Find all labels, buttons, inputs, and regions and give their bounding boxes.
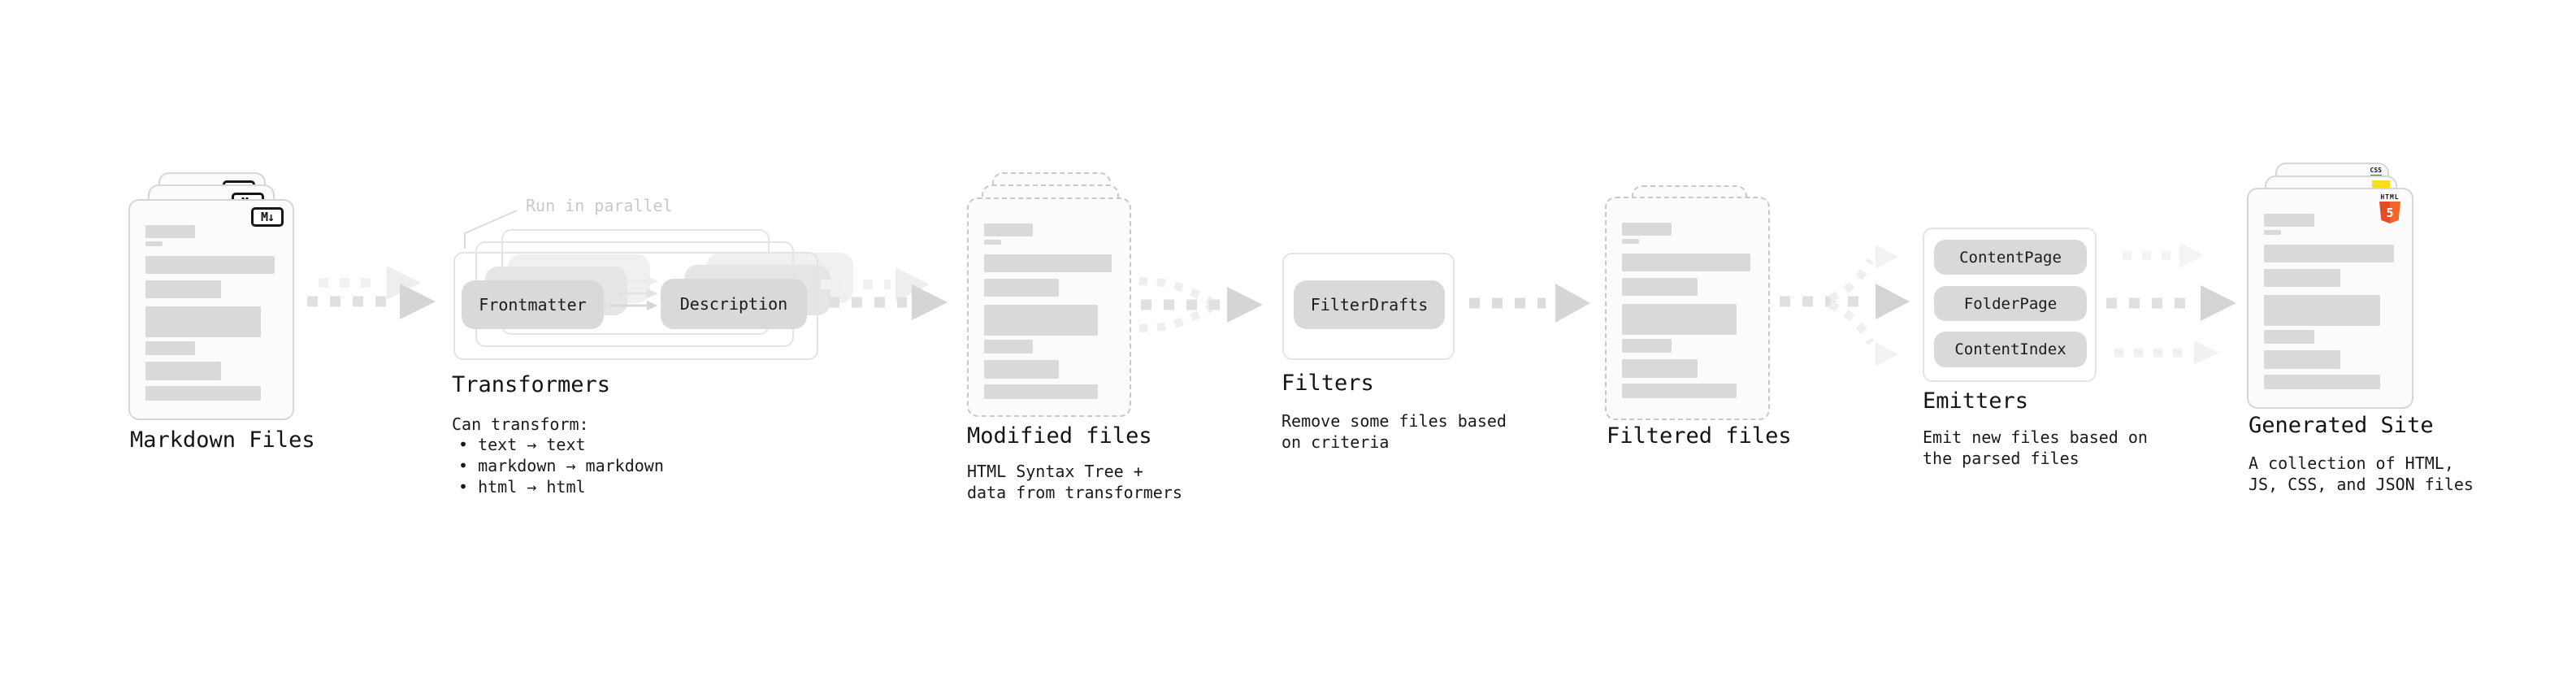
skeleton-bar [2264, 269, 2340, 287]
skeleton-bar [145, 386, 261, 401]
skeleton-bar [1622, 223, 1672, 236]
bullet-item: • markdown → markdown [458, 456, 664, 475]
skeleton-bar [145, 362, 222, 380]
folderpage-pill: FolderPage [1934, 286, 2087, 321]
run-in-parallel-note: Run in parallel [526, 196, 673, 215]
file-content-skeleton [145, 201, 276, 419]
skeleton-bar [1622, 339, 1672, 353]
stage-title-modified-files: Modified files [967, 423, 1152, 449]
skeleton-bar [1622, 278, 1698, 296]
arrow-emitters-to-generated [2106, 242, 2236, 365]
caption-line: JS, CSS, and JSON files [2249, 475, 2474, 494]
bullet-item: • html → html [458, 477, 586, 497]
transformers-caption: Can transform: [452, 414, 589, 434]
stage-title-generated-site: Generated Site [2249, 413, 2434, 438]
html5-icon-shield: 5 [2379, 202, 2400, 223]
description-pill: Description [661, 279, 807, 329]
caption-line: the parsed files [1923, 449, 2079, 468]
skeleton-bar [1622, 384, 1737, 398]
skeleton-bar [2264, 214, 2314, 227]
skeleton-bar [984, 305, 1098, 336]
arrow-markdown-to-transformers [307, 266, 436, 319]
caption-line: Emit new files based on [1923, 427, 2148, 447]
skeleton-bar [984, 240, 1001, 245]
skeleton-bar [984, 384, 1098, 399]
caption-line: on criteria [1281, 432, 1390, 452]
skeleton-bar [145, 225, 196, 238]
skeleton-bar [145, 280, 222, 298]
markdown-file-card-front: M↓ [128, 199, 294, 420]
skeleton-bar [984, 360, 1060, 379]
skeleton-bar [1622, 254, 1751, 271]
file-content-skeleton [2264, 189, 2396, 407]
caption-line: Remove some files based [1281, 411, 1507, 431]
skeleton-bar [2264, 375, 2380, 389]
markdown-icon: M↓ [251, 207, 284, 227]
skeleton-bar [2264, 295, 2380, 326]
modified-files-caption: HTML Syntax Tree + data from transformer… [967, 461, 1182, 503]
transformers-bullet-list: • text → text • markdown → markdown • ht… [458, 434, 664, 497]
filterdrafts-pill: FilterDrafts [1294, 280, 1445, 329]
skeleton-bar [2264, 330, 2314, 344]
html5-icon: HTML 5 [2378, 193, 2402, 223]
stage-title-filtered-files: Filtered files [1607, 423, 1792, 449]
transformer-layer-front [453, 252, 818, 360]
skeleton-bar [2264, 245, 2395, 262]
skeleton-bar [984, 279, 1060, 297]
frontmatter-pill: Frontmatter [462, 280, 604, 329]
skeleton-bar [984, 340, 1034, 354]
file-content-skeleton [1622, 198, 1752, 419]
generated-site-card-front: HTML 5 [2247, 188, 2413, 409]
stage-title-transformers: Transformers [452, 372, 611, 397]
generated-site-caption: A collection of HTML, JS, CSS, and JSON … [2249, 453, 2474, 495]
file-content-skeleton [984, 199, 1113, 415]
skeleton-bar [145, 341, 196, 355]
caption-line: HTML Syntax Tree + [967, 462, 1143, 481]
filtered-file-card-front [1605, 197, 1770, 420]
skeleton-bar [145, 256, 275, 274]
arrow-filtered-to-emitters [1780, 245, 1910, 367]
skeleton-bar [2264, 350, 2340, 369]
html5-icon-label: HTML [2380, 193, 2400, 201]
skeleton-bar [1622, 304, 1737, 335]
emitters-caption: Emit new files based on the parsed files [1923, 427, 2148, 469]
skeleton-bar [984, 223, 1034, 236]
caption-line: A collection of HTML, [2249, 453, 2454, 473]
skeleton-bar [2264, 230, 2282, 235]
stage-title-emitters: Emitters [1923, 388, 2029, 414]
stage-title-markdown-files: Markdown Files [130, 427, 315, 453]
skeleton-bar [1622, 359, 1698, 378]
skeleton-bar [1622, 239, 1639, 244]
contentpage-pill: ContentPage [1934, 240, 2087, 275]
arrow-filters-to-filtered [1469, 284, 1590, 323]
arrow-modified-to-filters [1138, 277, 1263, 332]
modified-file-card-front [967, 197, 1131, 417]
filters-caption: Remove some files based on criteria [1281, 410, 1507, 453]
skeleton-bar [984, 254, 1112, 272]
bullet-item: • text → text [458, 435, 586, 454]
skeleton-bar [145, 306, 261, 337]
caption-line: data from transformers [967, 483, 1182, 502]
skeleton-bar [145, 241, 163, 246]
stage-title-filters: Filters [1281, 371, 1374, 396]
contentindex-pill: ContentIndex [1934, 332, 2087, 367]
